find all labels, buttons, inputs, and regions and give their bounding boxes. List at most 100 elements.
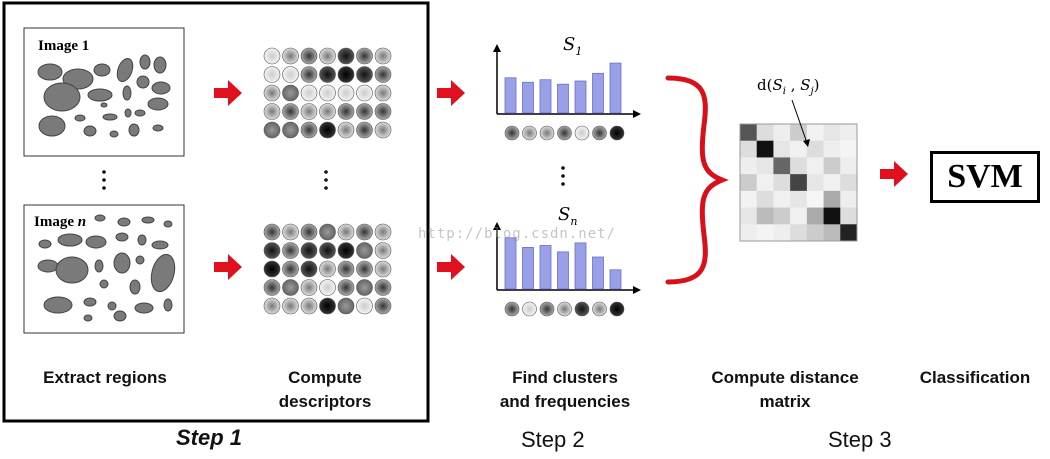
descriptor-dot [337, 223, 355, 241]
descriptor-dot [337, 242, 355, 259]
histogram-bar [504, 237, 517, 290]
descriptor-dot [263, 84, 281, 102]
cluster-dot [504, 125, 520, 141]
descriptor-dot [356, 297, 373, 315]
matrix-cell [773, 157, 791, 175]
matrix-cell [790, 174, 808, 192]
matrix-cell [790, 207, 808, 225]
cluster-dot [592, 125, 607, 141]
descriptor-dot [319, 223, 336, 241]
histogram-bar [539, 79, 552, 114]
cluster-dot [522, 125, 537, 141]
histogram-n-y-arrow [493, 222, 501, 230]
descriptor-dot [263, 121, 281, 139]
matrix-cell [823, 190, 841, 208]
descriptor-dot [300, 66, 318, 83]
descriptor-dot [374, 84, 392, 102]
label-distance-matrix: Compute distance matrix [711, 368, 859, 411]
matrix-cell [823, 207, 841, 225]
arrow-icon [880, 161, 908, 187]
descriptor-dot [300, 223, 318, 241]
histogram-n-sub: n [570, 215, 577, 228]
descriptor-dot [374, 223, 392, 241]
matrix-cell [790, 224, 808, 242]
distance-annotation: d(Si , Sj) [757, 76, 820, 97]
histogram-1-y-arrow [493, 44, 501, 52]
label-extract-regions: Extract regions [43, 368, 167, 387]
descriptor-dot [300, 47, 318, 65]
matrix-cell [756, 124, 774, 142]
descriptor-dot [337, 121, 355, 139]
descriptor-dot [374, 121, 392, 139]
descriptor-dot [263, 103, 281, 120]
descriptor-dot [263, 260, 281, 278]
descriptor-dot [337, 66, 355, 83]
descriptor-dot [263, 47, 281, 65]
brace-icon [665, 75, 729, 285]
matrix-cell [740, 224, 758, 242]
matrix-cell [740, 124, 758, 142]
arrow-icon [214, 254, 242, 280]
matrix-cell [806, 124, 824, 142]
matrix-cell [823, 140, 841, 158]
descriptor-dot [282, 223, 299, 241]
descriptor-dot [263, 66, 281, 83]
descriptor-dot [374, 47, 392, 65]
matrix-cell [790, 124, 808, 142]
descriptor-dot [282, 84, 299, 102]
descriptor-dot [356, 84, 373, 102]
descriptor-grid-n [263, 223, 392, 315]
histogram-1: S1 [493, 34, 641, 141]
matrix-cell [756, 207, 774, 225]
watermark: http://blog.csdn.net/ [418, 226, 617, 242]
cluster-dot [609, 301, 625, 317]
matrix-cell [840, 190, 858, 208]
image-1-label: Image 1 [38, 38, 89, 54]
histogram-bar [557, 251, 569, 290]
descriptor-dot [282, 279, 299, 296]
distance-matrix [740, 124, 858, 242]
descriptor-dot [374, 297, 392, 315]
descriptor-dot [356, 279, 373, 296]
matrix-cell [756, 140, 774, 158]
cluster-dot [592, 301, 607, 317]
descriptor-dot [337, 103, 355, 120]
ann-j: j [809, 86, 814, 97]
descriptor-dot [356, 66, 373, 83]
matrix-cell [840, 124, 858, 142]
descriptor-dot [337, 260, 355, 278]
matrix-cell [840, 157, 858, 175]
histogram-bar [592, 256, 604, 290]
descriptor-dot [282, 121, 299, 139]
descriptor-dot [319, 242, 336, 259]
histogram-n: Sn [493, 204, 641, 317]
image-n-prefix: Image [34, 214, 74, 230]
label-find-clusters: Find clusters and frequencies [499, 368, 631, 411]
matrix-cell [840, 224, 858, 242]
matrix-cell [790, 140, 808, 158]
histogram-bar [574, 80, 587, 114]
histogram-n-x-arrow [633, 286, 641, 294]
label-compute-descriptors: Compute descriptors [278, 368, 372, 411]
matrix-cell [756, 190, 774, 208]
annotation-pointer [791, 99, 808, 144]
cluster-dot [557, 125, 572, 141]
cluster-dot [504, 301, 520, 317]
cluster-dot [574, 125, 590, 141]
histogram-bar [609, 269, 622, 290]
cluster-dot [609, 125, 625, 141]
descriptor-dot [374, 260, 392, 278]
annotation-arrowhead [803, 139, 810, 147]
histogram-bar [522, 246, 534, 290]
histogram-bar [574, 242, 587, 290]
descriptor-dot [282, 103, 299, 120]
matrix-cell [806, 224, 824, 242]
step1-frame [2, 1, 430, 423]
matrix-cell [773, 124, 791, 142]
matrix-cell [806, 157, 824, 175]
histogram-n-s: S [558, 204, 570, 225]
histogram-1-sub: 1 [575, 45, 582, 58]
descriptor-dot [300, 103, 318, 120]
step-3-label: Step 3 [828, 427, 892, 452]
